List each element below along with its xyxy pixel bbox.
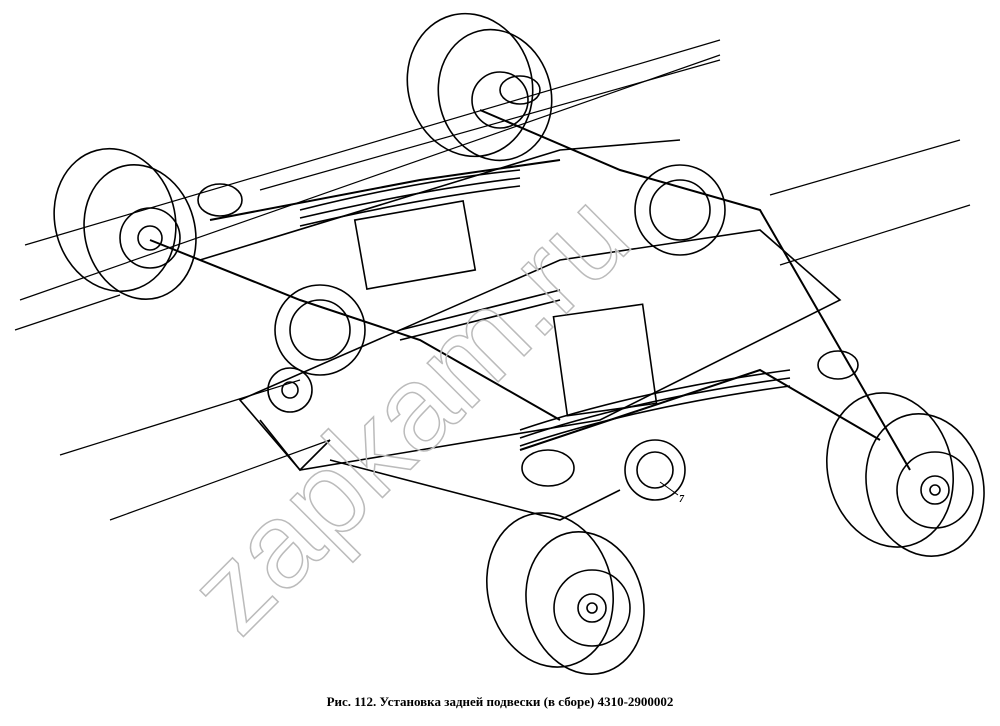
wheel-right [826,392,985,557]
rear-suspension-drawing: zapkam.ru [14,12,985,675]
callout-label: 7 [679,494,684,505]
leaf-springs [299,169,791,447]
wheel-top [406,12,553,162]
differentials [267,164,726,501]
wheel-left [53,147,197,301]
road-lines [14,39,971,521]
watermark: zapkam.ru [164,167,655,658]
brake-chambers [197,75,859,487]
frame [199,139,842,521]
wheel-bottom [486,512,645,675]
figure-caption: Рис. 112. Установка задней подвески (в с… [326,694,674,709]
callout-leader [659,481,679,496]
